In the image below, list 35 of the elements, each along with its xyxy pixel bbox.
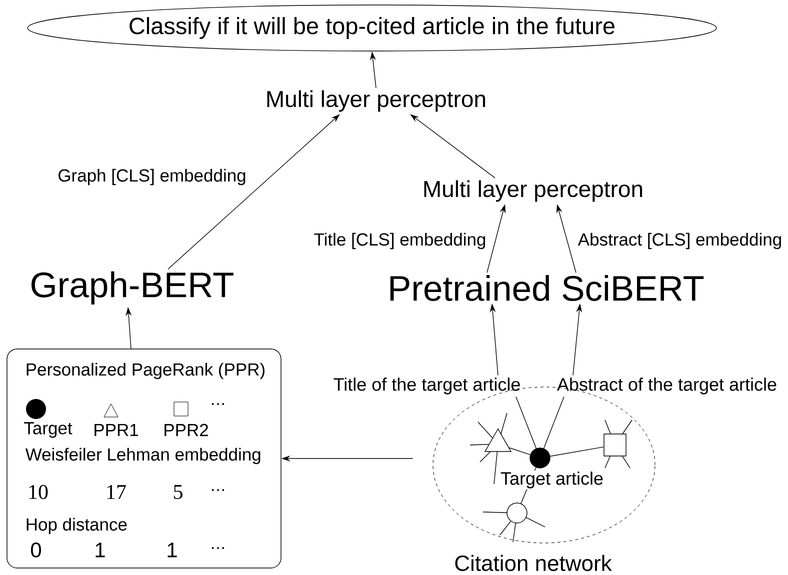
feature-text: Weisfeiler Lehman embedding bbox=[25, 448, 260, 464]
feature-text: 0 bbox=[30, 542, 42, 558]
feature-text: 5 bbox=[174, 485, 182, 499]
input-label: Abstract of the target article bbox=[556, 378, 776, 394]
feature-text: 10 bbox=[29, 484, 48, 500]
feature-text: Personalized PageRank (PPR) bbox=[26, 362, 264, 380]
edge-label: Abstract [CLS] embedding bbox=[576, 232, 784, 250]
feature-text: PPR2 bbox=[164, 424, 208, 436]
edge-label: Title [CLS] embedding bbox=[312, 232, 488, 250]
connector-line bbox=[508, 447, 531, 456]
square-node bbox=[604, 420, 632, 468]
model-label: Graph-BERT bbox=[32, 271, 234, 305]
connector-line bbox=[550, 446, 604, 457]
feature-text: 1 bbox=[168, 542, 177, 558]
input-label: Title of the target article bbox=[334, 378, 520, 394]
feature-text: 1 bbox=[96, 542, 105, 558]
feature-text: Hop distance bbox=[26, 518, 127, 534]
feature-text: Target bbox=[24, 422, 72, 438]
node-label: Citation network bbox=[455, 554, 612, 572]
feature-text: ⋯ bbox=[212, 403, 224, 406]
feature-text: ⋯ bbox=[212, 489, 224, 492]
feature-text: PPR1 bbox=[94, 424, 138, 436]
connector-line bbox=[516, 396, 537, 449]
model-label: Pretrained SciBERT bbox=[390, 274, 704, 302]
node-caption: Target article bbox=[499, 470, 605, 490]
arrow bbox=[168, 114, 340, 270]
model-label: Multi layer perceptron bbox=[424, 180, 642, 202]
feature-box bbox=[6, 348, 282, 568]
edge-label: Graph [CLS] embedding bbox=[56, 168, 248, 186]
circle-node bbox=[482, 502, 546, 542]
target-dot bbox=[530, 448, 550, 468]
feature-text: ⋯ bbox=[212, 547, 224, 550]
model-label: Multi layer perceptron bbox=[267, 90, 486, 112]
connector-line bbox=[543, 396, 564, 449]
feature-text: 17 bbox=[107, 485, 126, 499]
